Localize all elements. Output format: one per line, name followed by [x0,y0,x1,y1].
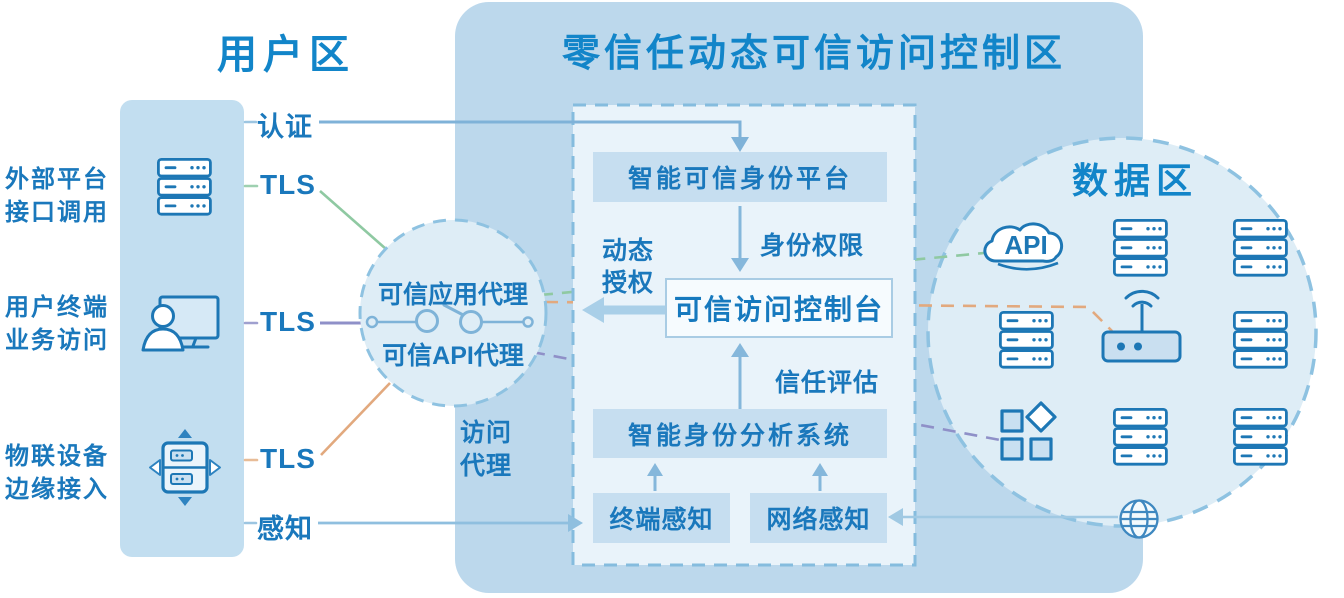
access-proxy-caption-line: 访问 [459,419,512,447]
label-stubs [243,120,259,525]
user-terminal-icon [141,295,220,352]
control-zone-title: 零信任动态可信访问控制区 [561,33,1066,75]
api-label: API [1004,230,1047,260]
link-api-proxy-apps [531,350,1001,442]
source-label-user-terminal: 用户终端 业务访问 [0,291,114,357]
user-zone-title: 用户区 [217,33,355,77]
switch-link-icon [365,303,534,334]
dynamic-authorization-label: 动态 授权 [596,235,660,299]
node-analysis-system: 智能身份分析系统 [593,409,887,458]
source-label-line: 用户终端 [5,294,109,321]
node-identity-platform: 智能可信身份平台 [593,152,887,202]
tls-connector-label-external: TLS [260,169,316,200]
data-zone-title: 数据区 [1071,160,1198,201]
access-proxy-caption-line: 代理 [459,452,512,480]
app-modules-icon [1000,401,1057,461]
node-terminal-sense: 终端感知 [593,493,730,543]
server-stack-icon [156,157,212,216]
server-stack-icon [1233,310,1288,369]
access-proxy-caption: 访问 代理 [452,417,520,483]
iot-device-icon [149,429,221,506]
sense-flow-line [318,514,583,532]
tls-line-external [319,190,387,250]
trusted-api-proxy-label: 可信API代理 [382,342,524,370]
source-label-line: 外部平台 [5,166,109,193]
dynamic-authorization-line: 动态 [601,237,654,265]
tls-connector-label-iot: TLS [260,443,316,474]
auth-flow-line [319,120,749,152]
node-access-console: 可信访问控制台 [665,278,893,338]
interior-arrows [582,206,828,491]
server-stack-icon [1113,407,1168,466]
sense-connector-label: 感知 [257,514,313,544]
wireless-router-icon [1101,289,1182,363]
server-stack-icon [1233,407,1288,466]
tls-line-iot [320,382,391,456]
node-network-sense: 网络感知 [750,493,887,543]
trusted-app-proxy-label: 可信应用代理 [377,281,528,309]
tls-connector-label-terminal: TLS [260,306,316,337]
globe-icon [1119,499,1159,539]
dynamic-authorization-line: 授权 [601,269,654,297]
server-stack-icon [1233,218,1288,277]
source-label-external-platform: 外部平台 接口调用 [0,163,114,229]
auth-connector-label: 认证 [257,112,313,142]
api-cloud-icon: API [983,222,1064,271]
server-stack-icon [1113,218,1168,277]
network-sense-line [888,508,1118,526]
trusted-proxy-circle [358,218,548,408]
server-stack-icon [999,310,1054,369]
source-label-line: 业务访问 [5,327,109,354]
trust-evaluation-label: 信任评估 [775,369,880,397]
source-label-line: 边缘接入 [5,476,109,503]
identity-permission-label: 身份权限 [760,232,865,260]
source-label-iot-edge: 物联设备 边缘接入 [0,440,114,506]
source-label-line: 接口调用 [5,199,109,226]
source-label-line: 物联设备 [5,443,109,470]
